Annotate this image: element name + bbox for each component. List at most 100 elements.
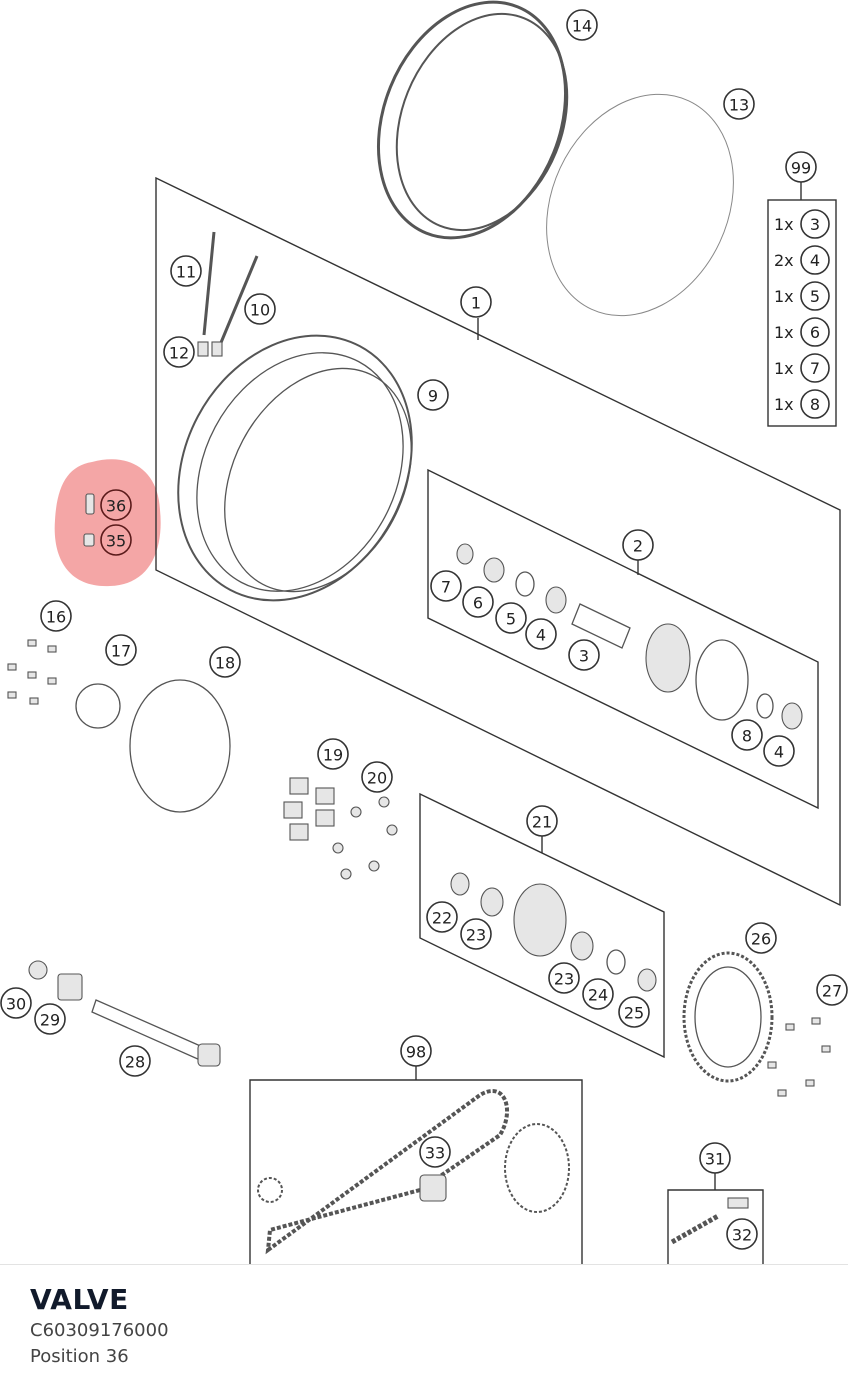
callout-35[interactable]: 35: [100, 524, 132, 556]
disc-adapter: [75, 683, 121, 729]
part-name: VALVE: [30, 1283, 129, 1316]
callout-99[interactable]: 99: [785, 151, 817, 183]
callout-24[interactable]: 24: [582, 978, 614, 1010]
chain-kit: [257, 1089, 570, 1255]
callout-28[interactable]: 28: [119, 1045, 151, 1077]
hub-parts: [456, 543, 803, 730]
callout-12[interactable]: 12: [163, 336, 195, 368]
callout-label: 16: [46, 608, 66, 627]
callout-23[interactable]: 23: [548, 962, 580, 994]
callout-19[interactable]: 19: [317, 738, 349, 770]
callout-21[interactable]: 21: [526, 805, 558, 837]
callout-5[interactable]: 5: [495, 602, 527, 634]
callout-label: 11: [176, 263, 196, 282]
bolts-16: [7, 639, 57, 705]
callout-label: 32: [732, 1226, 752, 1245]
callout-17[interactable]: 17: [105, 634, 137, 666]
nuts-20: [332, 796, 398, 880]
callout-8[interactable]: 8: [731, 719, 763, 751]
spoke-11: [202, 231, 216, 336]
callout-25[interactable]: 25: [618, 996, 650, 1028]
kit-qty: 1x: [774, 323, 794, 342]
callout-27[interactable]: 27: [816, 974, 848, 1006]
callout-7[interactable]: 7: [430, 570, 462, 602]
kit-part-circle[interactable]: [800, 389, 830, 419]
callout-label: 17: [111, 642, 131, 661]
callout-label: 35: [106, 532, 126, 551]
panel-hub: [427, 468, 819, 810]
callout-4[interactable]: 4: [763, 735, 795, 767]
damper-rubbers: [283, 777, 335, 841]
kit-part-circle[interactable]: [800, 317, 830, 347]
kit-box-99: [767, 199, 837, 427]
kit-part-circle[interactable]: [800, 209, 830, 239]
callout-1[interactable]: 1: [460, 286, 492, 318]
callout-98[interactable]: 98: [400, 1035, 432, 1067]
callout-23[interactable]: 23: [460, 918, 492, 950]
kit-part-circle[interactable]: [800, 281, 830, 311]
callout-label: 99: [791, 159, 811, 178]
part-number: C60309176000: [30, 1320, 169, 1341]
axle-nut: [28, 960, 48, 980]
panel-wheel-assembly: [155, 176, 841, 907]
callout-6[interactable]: 6: [462, 586, 494, 618]
callout-label: 30: [6, 995, 26, 1014]
highlight-area: [54, 459, 161, 587]
chain-adjuster: [57, 973, 83, 1001]
callout-label: 31: [705, 1150, 725, 1169]
spoke-10: [218, 255, 259, 346]
part-position: Position 36: [30, 1346, 129, 1367]
chain-segment: [670, 1197, 749, 1245]
callout-label: 20: [367, 769, 387, 788]
damper-hub-parts: [450, 872, 657, 992]
callout-10[interactable]: 10: [244, 293, 276, 325]
callout-4[interactable]: 4: [525, 618, 557, 650]
callout-label: 5: [506, 610, 516, 629]
valve-part: [83, 493, 95, 547]
callout-2[interactable]: 2: [622, 529, 654, 561]
callout-9[interactable]: 9: [417, 379, 449, 411]
callout-18[interactable]: 18: [209, 646, 241, 678]
callout-31[interactable]: 31: [699, 1142, 731, 1174]
callout-32[interactable]: 32: [726, 1218, 758, 1250]
callout-36[interactable]: 36: [100, 489, 132, 521]
callout-30[interactable]: 30: [0, 987, 32, 1019]
callout-22[interactable]: 22: [426, 901, 458, 933]
callout-26[interactable]: 26: [745, 922, 777, 954]
callout-label: 23: [466, 926, 486, 945]
callout-label: 21: [532, 813, 552, 832]
callout-label: 4: [774, 743, 784, 762]
callout-label: 7: [441, 578, 451, 597]
kit-part-number: 8: [810, 395, 820, 414]
nipple-12: [197, 341, 209, 357]
kit-part-number: 5: [810, 287, 820, 306]
callout-label: 14: [572, 17, 592, 36]
kit-part-number: 4: [810, 251, 820, 270]
callout-20[interactable]: 20: [361, 761, 393, 793]
callout-label: 3: [579, 647, 589, 666]
callout-29[interactable]: 29: [34, 1003, 66, 1035]
callout-11[interactable]: 11: [170, 255, 202, 287]
kit-qty: 1x: [774, 395, 794, 414]
callout-label: 12: [169, 344, 189, 363]
kit-part-circle[interactable]: [800, 245, 830, 275]
callout-label: 2: [633, 537, 643, 556]
callout-label: 26: [751, 930, 771, 949]
callout-13[interactable]: 13: [723, 88, 755, 120]
kit-qty: 1x: [774, 215, 794, 234]
callout-label: 24: [588, 986, 608, 1005]
callout-33[interactable]: 33: [419, 1136, 451, 1168]
callout-label: 4: [536, 626, 546, 645]
callout-label: 33: [425, 1144, 445, 1163]
kit-part-circle[interactable]: [800, 353, 830, 383]
brake-disc: [129, 679, 231, 813]
callout-14[interactable]: 14: [566, 9, 598, 41]
callout-label: 23: [554, 970, 574, 989]
kit-part-number: 3: [810, 215, 820, 234]
tire: [376, 0, 569, 240]
callout-label: 29: [40, 1011, 60, 1030]
callout-3[interactable]: 3: [568, 639, 600, 671]
callout-label: 9: [428, 387, 438, 406]
callout-16[interactable]: 16: [40, 600, 72, 632]
